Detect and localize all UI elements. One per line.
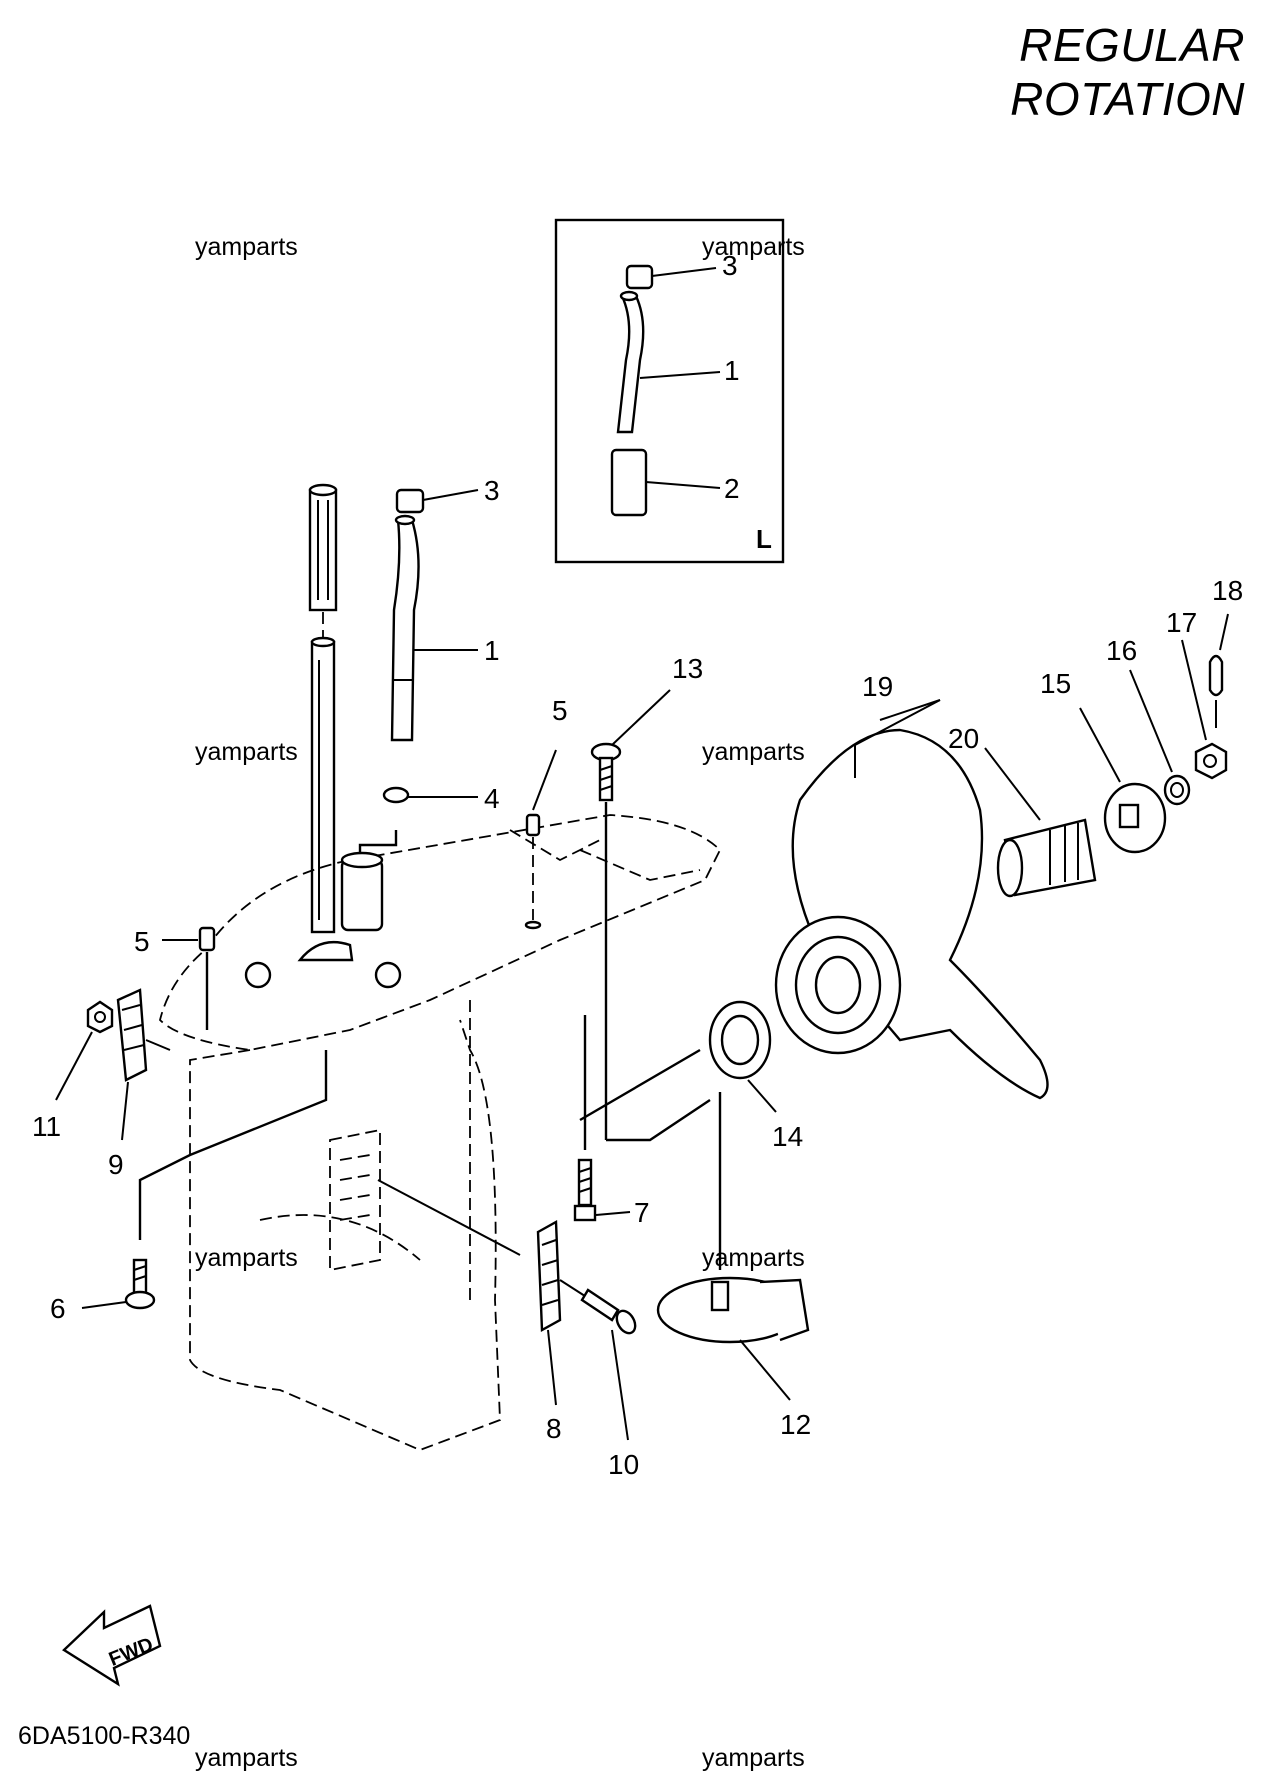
watermark: yamparts xyxy=(702,738,805,766)
watermark: yamparts xyxy=(195,233,298,261)
callout-14: 14 xyxy=(772,1121,803,1152)
bolt-7 xyxy=(573,1015,631,1222)
page-title: REGULAR ROTATION xyxy=(1010,19,1245,125)
thrust-washer-14 xyxy=(579,1000,777,1122)
callout-5-left: 5 xyxy=(134,926,150,957)
callout-5-right: 5 xyxy=(552,695,568,726)
callout-10: 10 xyxy=(608,1449,639,1480)
callout-3-inset: 3 xyxy=(722,250,738,281)
callout-15: 15 xyxy=(1040,668,1071,699)
dowel-pin-left xyxy=(198,926,216,952)
lower-case xyxy=(159,814,722,1451)
washer-15 xyxy=(1079,707,1167,854)
callout-1: 1 xyxy=(484,635,500,666)
bolt-13 xyxy=(590,689,711,1142)
watermark: yamparts xyxy=(702,1244,805,1272)
callout-6: 6 xyxy=(50,1293,66,1324)
nut-11 xyxy=(55,1000,114,1101)
watermark: yamparts xyxy=(195,1244,298,1272)
callout-11: 11 xyxy=(32,1111,61,1142)
propeller-19 xyxy=(774,699,1049,1100)
screw-10 xyxy=(580,1288,637,1441)
watermark: yamparts xyxy=(702,1744,805,1772)
anode-8 xyxy=(377,1179,589,1406)
anode-9 xyxy=(116,988,171,1141)
callout-1-inset: 1 xyxy=(724,355,740,386)
callout-12: 12 xyxy=(780,1409,811,1440)
spacer-20 xyxy=(984,747,1097,898)
water-tube xyxy=(358,488,479,885)
callout-8: 8 xyxy=(546,1413,562,1444)
cotter-pin-18 xyxy=(1208,613,1229,728)
callout-3: 3 xyxy=(484,475,500,506)
diagram-code: 6DA5100-R340 xyxy=(18,1722,191,1750)
callout-19: 19 xyxy=(862,671,893,702)
callout-9: 9 xyxy=(108,1149,124,1180)
inset-box xyxy=(554,218,785,564)
dowel-pin xyxy=(525,813,541,837)
callout-4: 4 xyxy=(484,783,500,814)
inset-label: L xyxy=(756,524,772,554)
callout-2-inset: 2 xyxy=(724,473,740,504)
watermark: yamparts xyxy=(702,233,805,261)
washer-16 xyxy=(1129,669,1191,806)
callout-18: 18 xyxy=(1212,575,1243,606)
callout-13: 13 xyxy=(672,653,703,684)
watermark: yamparts xyxy=(195,738,298,766)
bolt-6 xyxy=(81,1050,328,1310)
fwd-arrow-icon: FWD xyxy=(62,1604,162,1687)
callout-16: 16 xyxy=(1106,635,1137,666)
callout-20: 20 xyxy=(948,723,979,754)
nut-17 xyxy=(1181,639,1228,780)
trim-tab-12 xyxy=(656,1092,810,1401)
callout-7: 7 xyxy=(634,1197,650,1228)
callout-17: 17 xyxy=(1166,607,1197,638)
drive-shaft xyxy=(308,483,338,934)
watermark: yamparts xyxy=(195,1744,298,1772)
